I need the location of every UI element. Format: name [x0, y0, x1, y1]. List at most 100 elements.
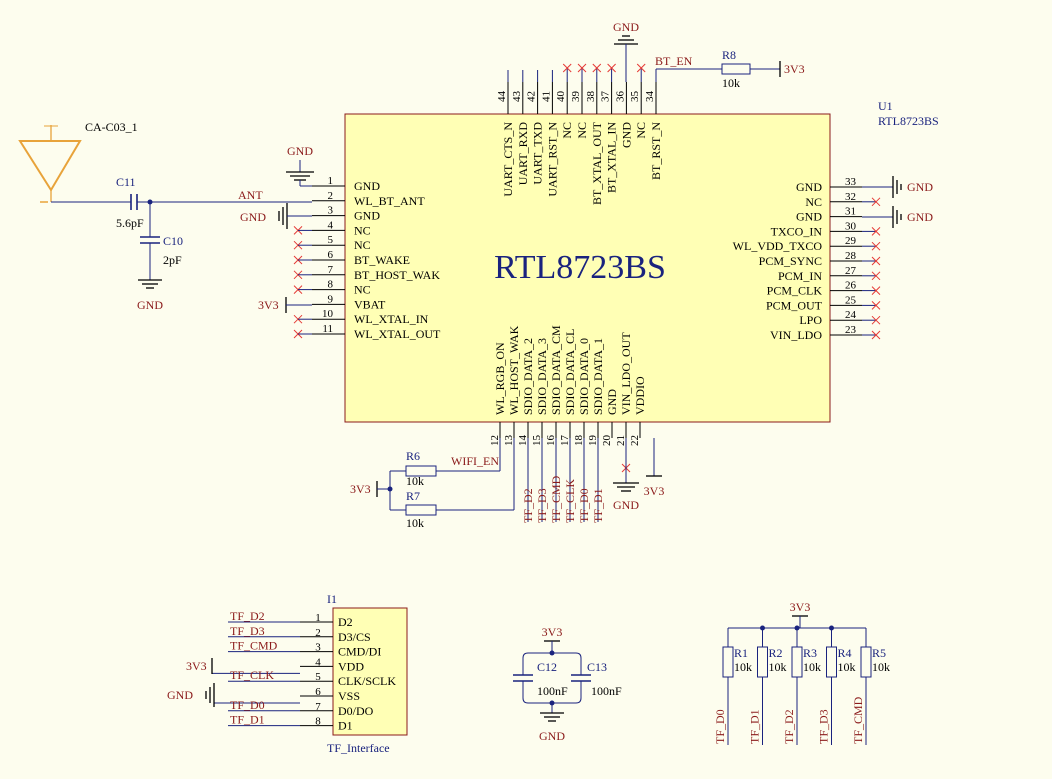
u1-pin-name: GND — [354, 179, 380, 193]
u1-pin-name: WL_VDD_TXCO — [733, 239, 823, 253]
i1-pin-name: D3/CS — [338, 630, 371, 644]
u1-pin-num: 20 — [601, 435, 613, 447]
u1-pin-num: 39 — [570, 91, 582, 103]
u1-pin-name: PCM_IN — [778, 269, 822, 283]
gnd-label-pin3: GND — [240, 210, 266, 224]
c13-designator: C13 — [587, 660, 607, 674]
i1-net-label: TF_D0 — [230, 698, 265, 712]
v3v3-label-vbat: 3V3 — [258, 298, 279, 312]
c12-designator: C12 — [537, 660, 557, 674]
u1-pin-num: 40 — [555, 91, 567, 103]
u1-pin-name: LPO — [799, 313, 822, 327]
r6-designator: R6 — [406, 449, 420, 463]
net-label-ant: ANT — [238, 188, 263, 202]
u1-pin-num: 19 — [587, 435, 599, 447]
v3v3-label-pullups: 3V3 — [790, 600, 811, 614]
gnd-label-pin33: GND — [907, 180, 933, 194]
u1-pin-num: 8 — [328, 279, 334, 291]
i1-pin-name: CLK/SCLK — [338, 674, 396, 688]
pullup-value: 10k — [838, 660, 856, 674]
u1-pin-name: VBAT — [354, 297, 386, 311]
c11-designator: C11 — [116, 175, 136, 189]
pullup-body — [791, 646, 803, 678]
u1-pin-num: 18 — [573, 435, 585, 447]
u1-pin-name: SDIO_DATA_2 — [521, 338, 535, 415]
u1-pin-num: 28 — [845, 250, 857, 262]
u1-pin-num: 14 — [517, 435, 529, 447]
u1-pin-num: 25 — [845, 294, 857, 306]
u1-pin-num: 37 — [600, 91, 612, 103]
r6-value: 10k — [406, 474, 424, 488]
v3v3-label-r6r7: 3V3 — [350, 482, 371, 496]
u1-pin-name: SDIO_DATA_CL — [563, 329, 577, 415]
u1-pin-name: TXCO_IN — [771, 224, 823, 238]
u1-pin-num: 34 — [644, 91, 656, 103]
r8-designator: R8 — [722, 48, 736, 62]
u1-pin-name: VIN_LDO — [770, 328, 822, 342]
antenna-symbol — [18, 140, 82, 192]
u1-pin-name: SDIO_DATA_1 — [591, 338, 605, 415]
u1-pin-num: 9 — [328, 293, 334, 305]
i1-pin-num: 1 — [315, 612, 321, 624]
c12-value: 100nF — [537, 684, 568, 698]
v3v3-label-r8: 3V3 — [784, 62, 805, 76]
u1-pin-name: VIN_LDO_OUT — [619, 332, 633, 415]
gnd-label-pin36: GND — [613, 20, 639, 34]
u1-pin-num: 31 — [845, 206, 856, 218]
u1-pin-name: NC — [575, 122, 589, 139]
i1-pin-num: 5 — [315, 671, 321, 683]
u1-pin-name: WL_BT_ANT — [354, 194, 425, 208]
i1-pin-name: D2 — [338, 615, 353, 629]
u1-pin-name: BT_RST_N — [649, 122, 663, 180]
gnd-symbol-pin1 — [286, 160, 314, 181]
u1-pin-name: GND — [605, 389, 619, 415]
r7-value: 10k — [406, 516, 424, 530]
u1-pin-name: WL_HOST_WAK — [507, 325, 521, 415]
u1-pin-num: 32 — [845, 191, 856, 203]
i1-pin-name: VSS — [338, 689, 360, 703]
i1-pin-num: 2 — [315, 627, 321, 639]
u1-pin-num: 10 — [322, 308, 334, 320]
u1-pin-num: 13 — [503, 435, 515, 447]
i1-body — [332, 607, 408, 736]
i1-designator: I1 — [327, 592, 337, 606]
u1-pin-name: BT_HOST_WAK — [354, 268, 440, 282]
antenna — [18, 125, 82, 203]
i1-pin-name: D0/DO — [338, 704, 374, 718]
u1-pin-name: PCM_SYNC — [759, 254, 822, 268]
u1-pin-num: 22 — [629, 435, 641, 446]
pullup-net-label: TF_D3 — [817, 709, 831, 744]
u1-pin-num: 24 — [845, 309, 857, 321]
sdio-net-label: TF_D0 — [577, 488, 591, 523]
gnd-symbol-pin36 — [614, 35, 638, 82]
u1-pin-name: PCM_CLK — [767, 284, 823, 298]
u1-pin-name: UART_TXD — [531, 122, 545, 185]
u1-pin-num: 1 — [328, 175, 334, 187]
u1-pin-name: GND — [354, 209, 380, 223]
u1-pin-num: 6 — [328, 249, 334, 261]
u1-pin-num: 43 — [511, 91, 523, 103]
u1-pin-name: PCM_OUT — [766, 298, 823, 312]
r8-value: 10k — [722, 76, 740, 90]
v3v3-label-pin22: 3V3 — [644, 484, 665, 498]
u1-pin-name: BT_XTAL_OUT — [590, 121, 604, 205]
u1-pin-name: BT_XTAL_IN — [605, 122, 619, 193]
gnd-symbol-c10 — [138, 279, 162, 289]
r8-body — [721, 63, 751, 75]
pullup-net-label: TF_D2 — [782, 709, 796, 744]
u1-pin-num: 5 — [328, 234, 334, 246]
gnd-label-decap: GND — [539, 729, 565, 743]
i1-net-label: TF_D2 — [230, 609, 265, 623]
pullup-designator: R5 — [872, 646, 886, 660]
sdio-net-label: TF_D1 — [591, 488, 605, 523]
u1-designator: U1 — [878, 99, 893, 113]
pullup-body — [826, 646, 837, 678]
u1-part-name: RTL8723BS — [878, 114, 939, 128]
u1-pin-name: NC — [354, 223, 371, 237]
pullup-value: 10k — [734, 660, 752, 674]
u1-pin-num: 4 — [328, 219, 334, 231]
i1-pin-num: 6 — [315, 686, 321, 698]
net-label-bt-en: BT_EN — [655, 54, 693, 68]
pullup-body — [860, 646, 872, 678]
